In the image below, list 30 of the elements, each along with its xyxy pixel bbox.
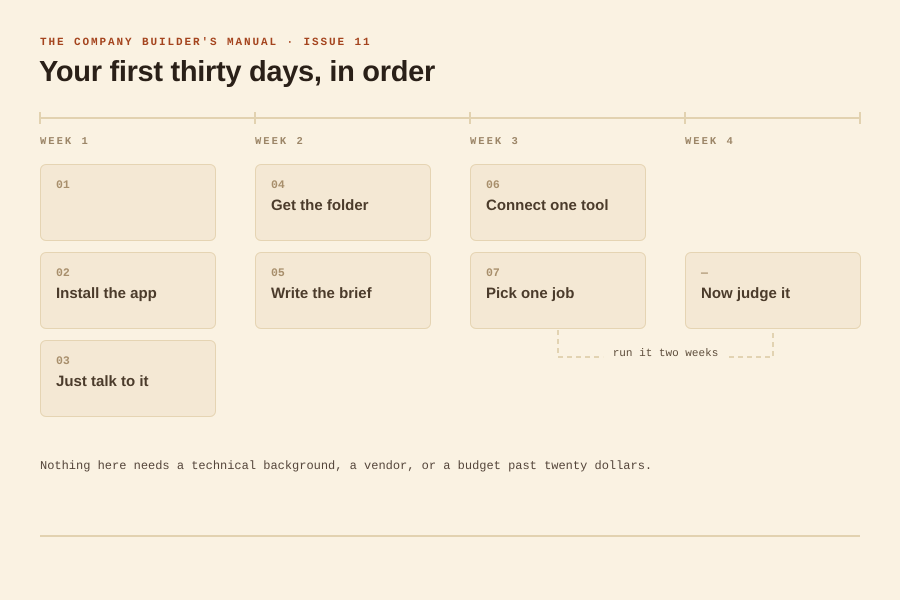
- step-number: 03: [56, 354, 70, 369]
- series-kicker: THE COMPANY BUILDER'S MANUAL · ISSUE 11: [40, 36, 372, 50]
- step-number: 05: [271, 266, 285, 281]
- step-card: [255, 164, 431, 241]
- step-title: Install the app: [56, 285, 157, 303]
- step-title: Connect one tool: [486, 197, 608, 215]
- step-title: Just talk to it: [56, 373, 149, 391]
- step-title: Get the folder: [271, 197, 369, 215]
- step-title: Now judge it: [701, 285, 790, 303]
- step-title: Pick one job: [486, 285, 574, 303]
- week-label: WEEK 3: [470, 136, 520, 149]
- step-card: [40, 340, 216, 417]
- week-label: WEEK 2: [255, 136, 305, 149]
- step-card: [40, 252, 216, 329]
- page-title: Your first thirty days, in order: [39, 55, 435, 89]
- week-label: WEEK 4: [685, 136, 735, 149]
- step-card: [470, 252, 646, 329]
- step-card: [685, 252, 861, 329]
- step-card: [470, 164, 646, 241]
- step-card: [40, 164, 216, 241]
- step-number: 02: [56, 266, 70, 281]
- week-label: WEEK 1: [40, 136, 90, 149]
- step-number: —: [701, 266, 708, 281]
- step-title: Write the brief: [271, 285, 372, 303]
- footnote: Nothing here needs a technical background, a vendor, or a budget past twenty dollars.: [40, 459, 652, 474]
- step-card: [255, 252, 431, 329]
- step-number: 01: [56, 178, 70, 193]
- step-number: 06: [486, 178, 500, 193]
- step-number: 07: [486, 266, 500, 281]
- step-number: 04: [271, 178, 285, 193]
